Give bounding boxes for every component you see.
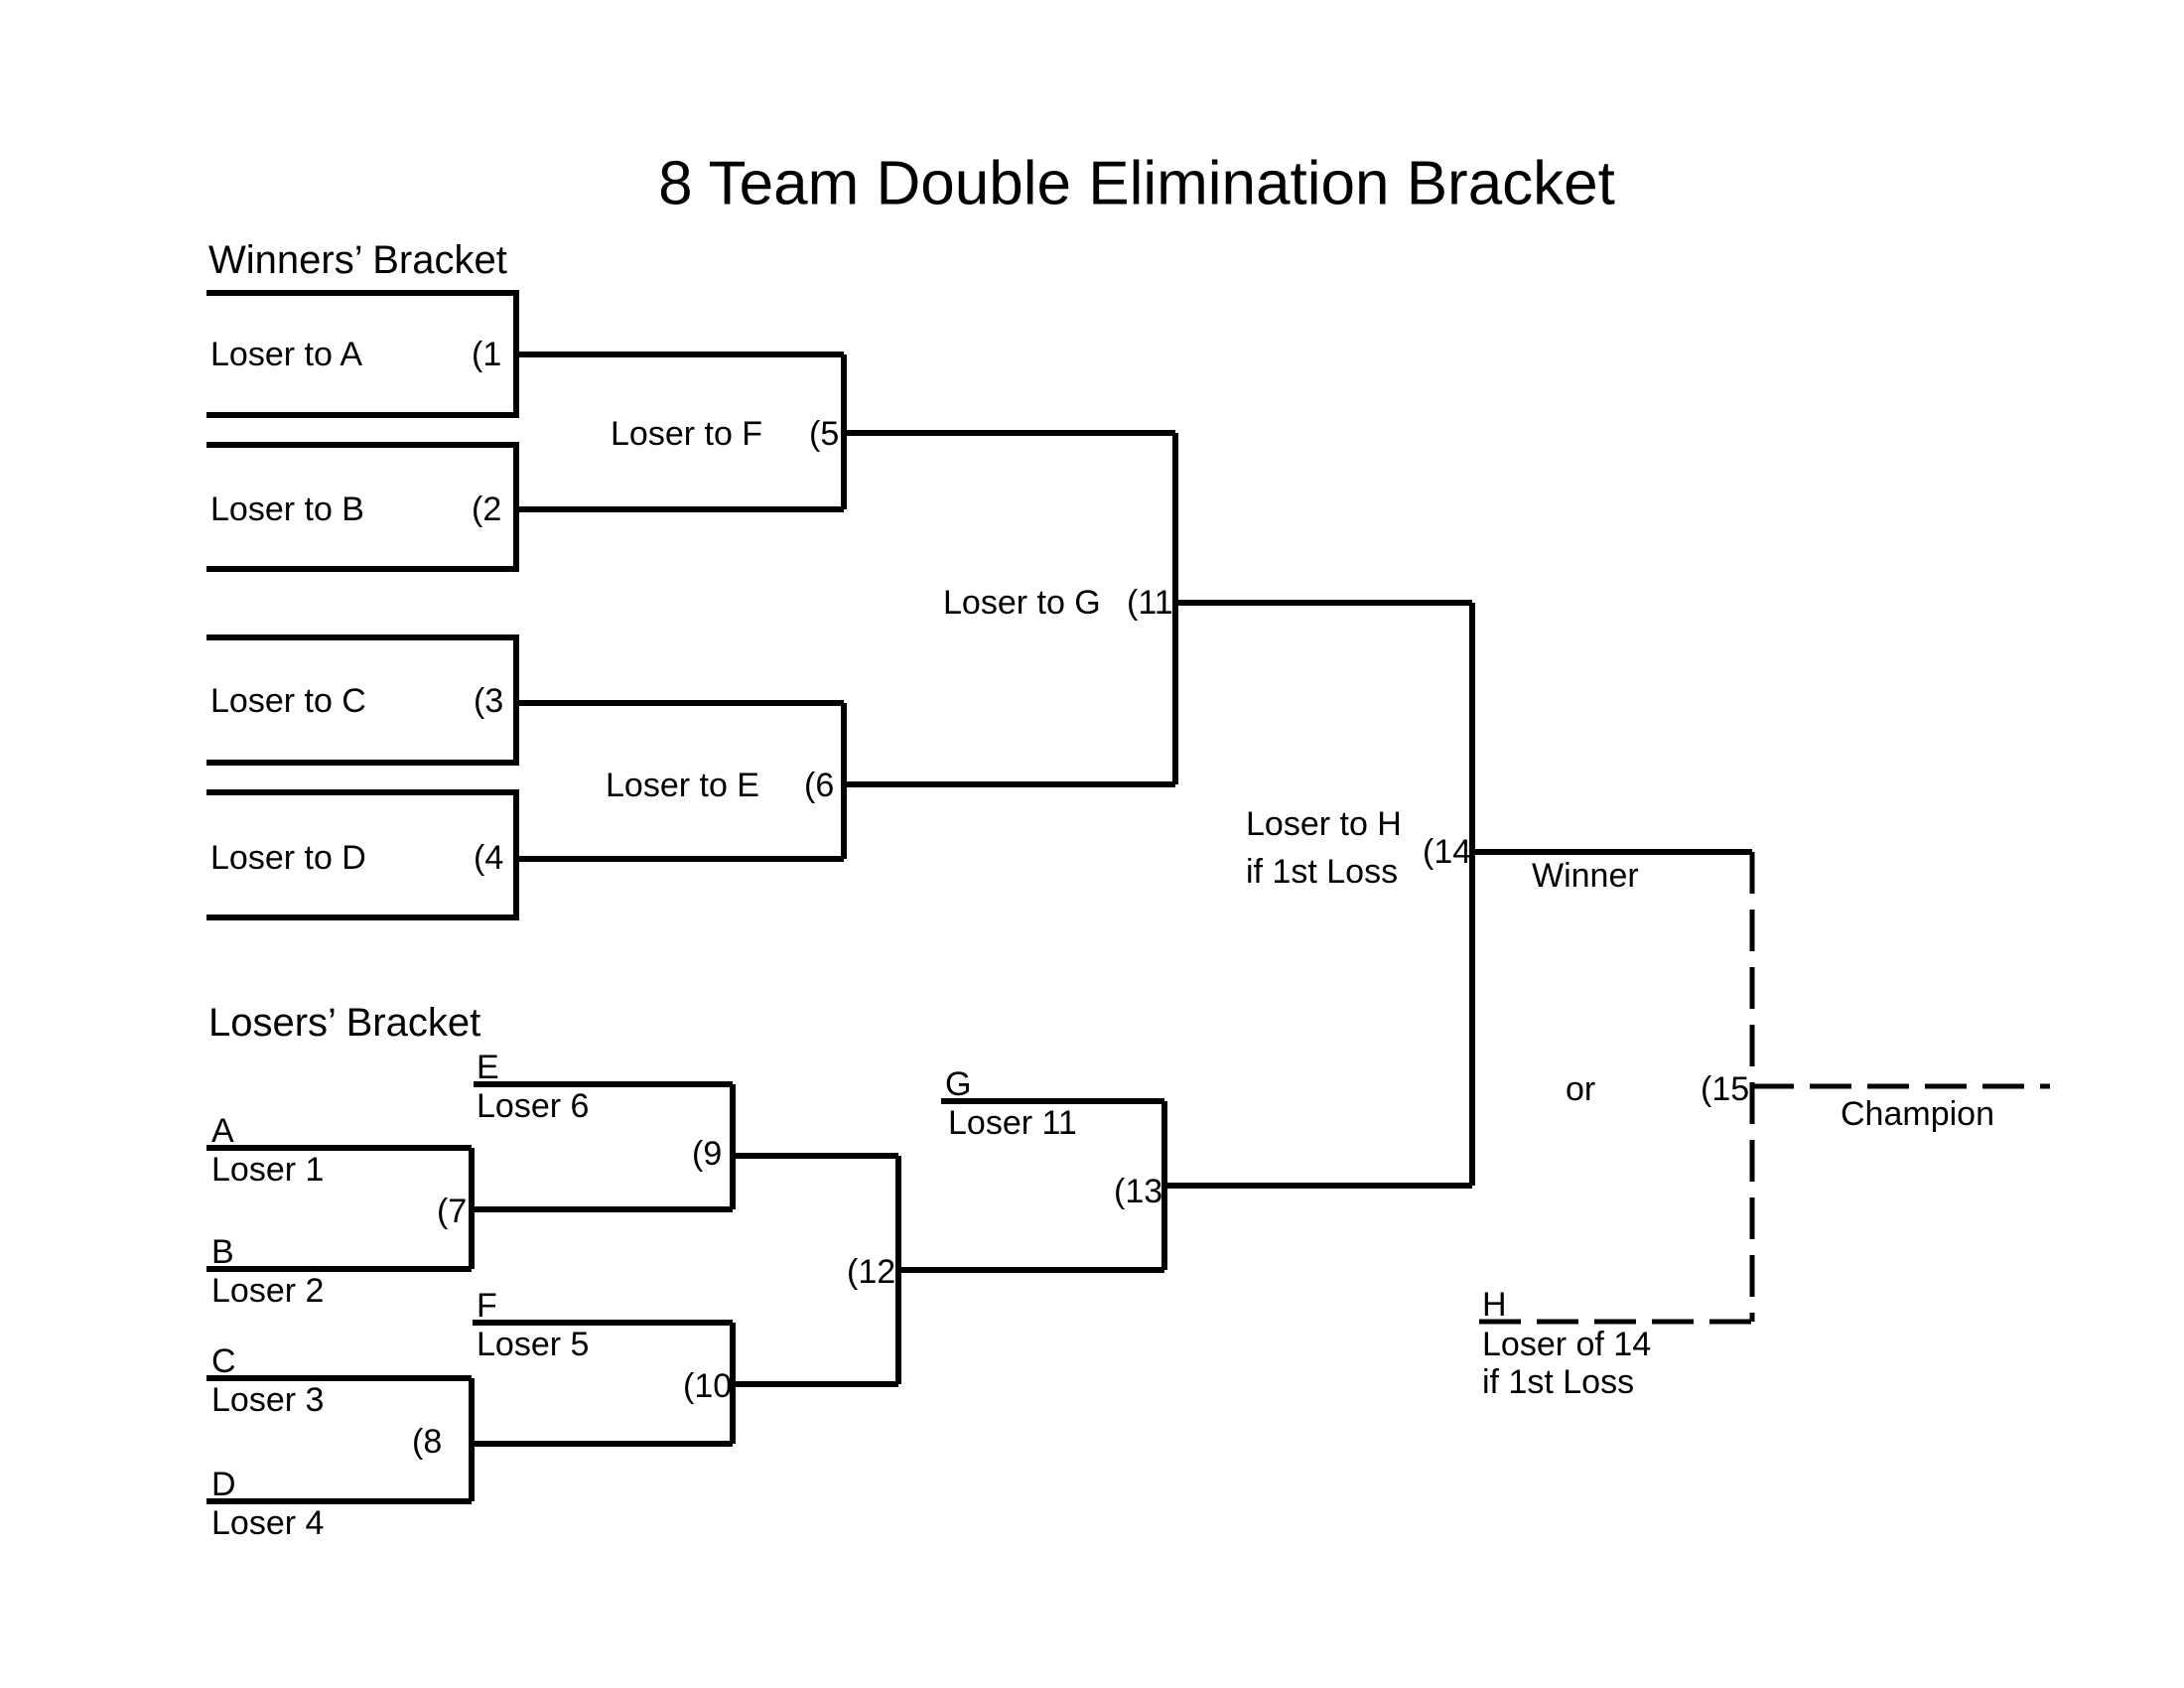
losers-bracket-header: Losers’ Bracket <box>208 1001 480 1045</box>
match15-number: (15 <box>1701 1070 1749 1108</box>
slot-b-team: Loser 2 <box>211 1272 324 1310</box>
match1-label: Loser to A <box>210 336 362 373</box>
match11-number: (11 <box>1127 584 1173 622</box>
slot-a-letter: A <box>211 1112 234 1150</box>
champion-label: Champion <box>1841 1095 1994 1133</box>
slot-h-letter: H <box>1482 1286 1507 1324</box>
match6-label: Loser to E <box>606 767 759 804</box>
match4-number: (4 <box>474 839 503 877</box>
match14-label-line2: if 1st Loss <box>1246 853 1398 891</box>
championship: or (15 Champion H Loser of 14 if 1st Los… <box>1479 852 2050 1401</box>
slot-e-team: Loser 6 <box>477 1087 589 1125</box>
match4-label: Loser to D <box>210 839 366 877</box>
slot-c-team: Loser 3 <box>211 1381 324 1419</box>
match6-number: (6 <box>804 767 834 804</box>
slot-a-team: Loser 1 <box>211 1151 324 1189</box>
match12-number: (12 <box>847 1253 895 1291</box>
slot-d-team: Loser 4 <box>211 1504 324 1542</box>
match3-number: (3 <box>474 682 503 720</box>
slot-f-letter: F <box>477 1287 497 1325</box>
match7-number: (7 <box>437 1193 467 1230</box>
slot-g-letter: G <box>945 1065 971 1103</box>
match1-number: (1 <box>472 336 501 373</box>
winners-bracket-header: Winners’ Bracket <box>208 238 507 282</box>
match5-number: (5 <box>809 415 839 453</box>
match14-number: (14 <box>1423 833 1471 871</box>
match2-number: (2 <box>472 491 501 528</box>
match11-label: Loser to G <box>943 584 1101 622</box>
slot-b-letter: B <box>211 1233 234 1271</box>
slot-g-team: Loser 11 <box>948 1104 1077 1142</box>
match2-label: Loser to B <box>210 491 364 528</box>
page-title: 8 Team Double Elimination Bracket <box>658 150 1615 218</box>
winners-bracket: Winners’ Bracket Loser to A (1 Loser to … <box>206 238 1752 1186</box>
match9-number: (9 <box>692 1135 722 1173</box>
slot-h-line1: Loser of 14 <box>1482 1326 1651 1363</box>
winner-label: Winner <box>1532 857 1639 895</box>
slot-f-team: Loser 5 <box>477 1326 589 1363</box>
slot-c-letter: C <box>211 1342 236 1380</box>
match4-box <box>206 789 519 920</box>
match13-number: (13 <box>1114 1173 1162 1210</box>
match5-label: Loser to F <box>611 415 762 453</box>
losers-bracket: Losers’ Bracket A Loser 1 B Loser 2 C Lo… <box>206 1001 1472 1542</box>
match8-number: (8 <box>412 1423 442 1461</box>
slot-e-letter: E <box>477 1049 499 1086</box>
match10-number: (10 <box>683 1367 732 1405</box>
slot-h-line2: if 1st Loss <box>1482 1363 1634 1401</box>
match14-label-line1: Loser to H <box>1246 805 1402 843</box>
slot-d-letter: D <box>211 1466 236 1503</box>
or-label: or <box>1566 1070 1595 1108</box>
match3-label: Loser to C <box>210 682 366 720</box>
